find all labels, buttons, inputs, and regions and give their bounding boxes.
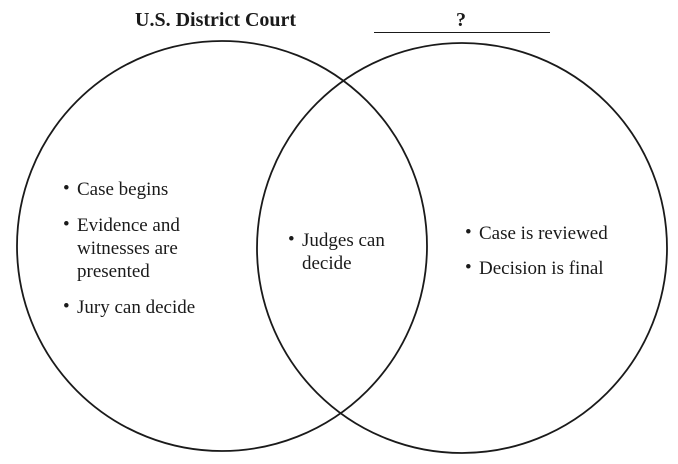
list-item: Case is reviewed (465, 221, 655, 245)
right-circle-title: ? (456, 9, 466, 31)
left-only-list: Case begins Evidence and witnesses are p… (63, 177, 233, 332)
list-item: Decision is final (465, 256, 655, 280)
overlap-list: Judges can decide (288, 228, 408, 288)
left-circle (16, 40, 428, 452)
answer-blank-line (374, 32, 550, 33)
right-circle (256, 42, 668, 454)
list-item: Case begins (63, 177, 233, 201)
list-item: Judges can decide (288, 228, 408, 275)
right-only-list: Case is reviewed Decision is final (465, 221, 655, 292)
list-item: Evidence and witnesses are presented (63, 213, 233, 283)
left-circle-title: U.S. District Court (135, 9, 297, 31)
list-item: Jury can decide (63, 295, 233, 319)
